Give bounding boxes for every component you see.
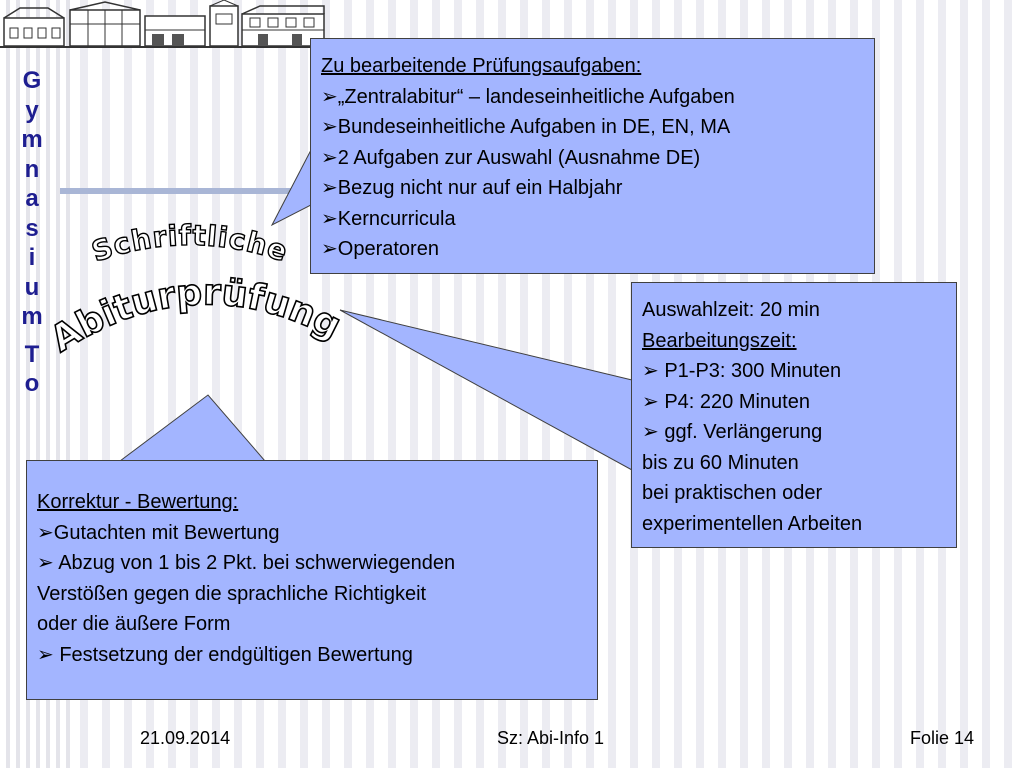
vertical-letter: G	[22, 67, 42, 94]
callout-exam-tail	[270, 149, 312, 227]
vertical-letter: T	[24, 340, 40, 368]
vertical-school-name: G y m n a s i u m T o	[12, 66, 52, 399]
callout-time-extra: bis zu 60 Minuten	[642, 451, 799, 474]
vertical-letter: a	[25, 185, 39, 212]
callout-time: Auswahlzeit: 20 min Bearbeitungszeit: ➢ …	[631, 282, 957, 548]
bullet-arrow-icon: ➢	[321, 85, 338, 108]
callout-grading-header: Korrektur - Bewertung:	[37, 491, 239, 513]
callout-grading-item-continued: oder die äußere Form	[37, 613, 231, 635]
callout-exam-item: ➢„Zentralabitur“ – landeseinheitliche Au…	[321, 85, 735, 108]
bullet-arrow-icon: ➢	[37, 643, 54, 666]
callout-grading-item: ➢ Festsetzung der endgültigen Bewertung	[37, 643, 413, 666]
callout-time-header: Bearbeitungszeit:	[642, 329, 797, 352]
callout-time-item: ➢ P4: 220 Minuten	[642, 390, 810, 413]
callout-time-item: ➢ P1-P3: 300 Minuten	[642, 360, 842, 382]
horizontal-divider-bar	[60, 188, 310, 194]
vertical-letter: y	[25, 96, 39, 124]
bullet-arrow-icon: ➢	[642, 421, 659, 443]
callout-exam-item: ➢Kerncurricula	[321, 207, 456, 230]
callout-exam-item: ➢2 Aufgaben zur Auswahl (Ausnahme DE)	[321, 146, 701, 169]
callout-grading: Korrektur - Bewertung: ➢Gutachten mit Be…	[26, 460, 598, 700]
footer-title: Sz: Abi-Info 1	[497, 728, 605, 748]
vertical-letter: m	[21, 303, 43, 330]
callout-exam-item: ➢Operatoren	[321, 238, 439, 260]
footer-date: 21.09.2014	[140, 728, 231, 748]
callout-time-item: ➢ ggf. Verlängerung	[642, 421, 823, 443]
vertical-letter: i	[28, 244, 36, 271]
bullet-arrow-icon: ➢	[321, 177, 338, 199]
bullet-arrow-icon: ➢	[321, 146, 338, 169]
bullet-arrow-icon: ➢	[642, 390, 659, 413]
callout-time-tail	[339, 309, 633, 471]
bullet-arrow-icon: ➢	[37, 521, 54, 544]
callout-exam-tasks: Zu bearbeitende Prüfungsaufgaben: ➢„Zent…	[310, 38, 875, 274]
callout-grading-item-continued: Verstößen gegen die sprachliche Richtigk…	[37, 582, 427, 605]
callout-exam-item: ➢Bundeseinheitliche Aufgaben in DE, EN, …	[321, 116, 731, 138]
callout-time-extra: bei praktischen oder	[642, 482, 823, 504]
callout-grading-item: ➢ Abzug von 1 bis 2 Pkt. bei schwerwiege…	[37, 552, 456, 574]
bullet-arrow-icon: ➢	[321, 116, 338, 138]
callout-grading-tail	[118, 394, 267, 462]
bullet-arrow-icon: ➢	[642, 360, 659, 382]
bullet-arrow-icon: ➢	[321, 207, 338, 230]
bullet-arrow-icon: ➢	[321, 238, 338, 260]
vertical-letter: m	[21, 126, 43, 153]
vertical-letter: u	[24, 273, 40, 301]
callout-time-selection: Auswahlzeit: 20 min	[642, 299, 820, 321]
vertical-letter: n	[24, 155, 40, 183]
vertical-letter: o	[24, 370, 40, 397]
callout-exam-header: Zu bearbeitende Prüfungsaufgaben:	[321, 55, 642, 77]
callout-grading-item: ➢Gutachten mit Bewertung	[37, 521, 280, 544]
bullet-arrow-icon: ➢	[37, 552, 54, 574]
callout-time-extra: experimentellen Arbeiten	[642, 512, 863, 535]
callout-exam-item: ➢Bezug nicht nur auf ein Halbjahr	[321, 177, 623, 199]
footer-slide-number: Folie 14	[910, 728, 975, 748]
vertical-letter: s	[25, 214, 39, 242]
